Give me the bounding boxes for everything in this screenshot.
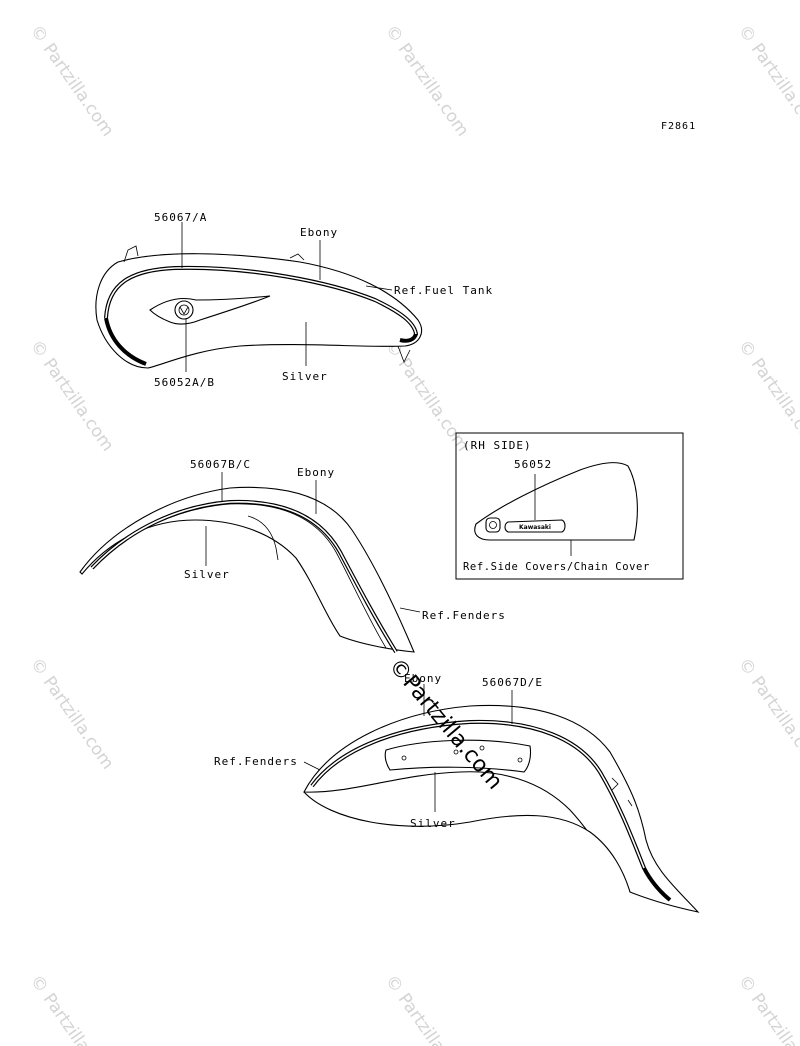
rear-fender-hole bbox=[517, 757, 523, 763]
inset-frame bbox=[455, 432, 684, 580]
leader-ref-fuel-tank bbox=[365, 285, 393, 291]
watermark: © Partzilla.com bbox=[381, 336, 473, 455]
watermark: © Partzilla.com bbox=[381, 21, 473, 140]
label-tank-ebony: Ebony bbox=[300, 226, 338, 239]
fuel-tank-tab bbox=[289, 253, 305, 261]
watermark: © Partzilla.com bbox=[734, 21, 800, 140]
rear-fender-hole bbox=[453, 749, 459, 755]
label-ref-fenders-front: Ref.Fenders bbox=[422, 609, 506, 622]
rear-fender-lower-skirt bbox=[303, 791, 631, 893]
rear-fender-group bbox=[303, 684, 700, 913]
inset-title: (RH SIDE) bbox=[463, 439, 532, 452]
watermark: © Partzilla.com bbox=[734, 971, 800, 1046]
front-fender-stripe-inner bbox=[91, 501, 397, 653]
watermark: © Partzilla.com bbox=[26, 336, 118, 455]
label-rear-ebony: Ebony bbox=[404, 672, 442, 685]
tank-emblem-logo-mark bbox=[179, 306, 189, 315]
label-front-stripe: 56067B/C bbox=[190, 458, 251, 471]
side-cover-emblem bbox=[504, 519, 566, 533]
label-front-ebony: Ebony bbox=[297, 466, 335, 479]
watermark: © Partzilla.com bbox=[734, 336, 800, 455]
fuel-tank-outline bbox=[95, 253, 423, 369]
side-cover-emblem-text: Kawasaki bbox=[519, 524, 551, 531]
watermark: © Partzilla.com bbox=[381, 971, 473, 1046]
watermark: © Partzilla.com bbox=[26, 21, 118, 140]
label-front-silver: Silver bbox=[184, 568, 230, 581]
fuel-tank-stripe-inner bbox=[105, 267, 417, 335]
rear-fender-outline bbox=[303, 704, 700, 913]
leader-ref-fenders-front bbox=[399, 607, 421, 613]
label-ref-fuel-tank: Ref.Fuel Tank bbox=[394, 284, 493, 297]
figure-code: F2861 bbox=[661, 121, 696, 132]
rear-fender-mount-tab bbox=[627, 799, 633, 807]
leader-ref-fenders-rear bbox=[303, 761, 321, 771]
fuel-tank-rear-mount bbox=[397, 345, 411, 363]
fuel-tank-stripe-lower bbox=[104, 317, 147, 366]
label-tank-stripe: 56067/A bbox=[154, 211, 207, 224]
rear-fender-hole bbox=[479, 745, 485, 751]
watermark-group: © Partzilla.com © Partzilla.com © Partzi… bbox=[26, 21, 800, 1046]
tank-emblem-logo-icon bbox=[174, 300, 194, 320]
front-fender-panel-line bbox=[247, 515, 279, 561]
front-fender-outline bbox=[79, 486, 415, 653]
label-side-cover-part: 56052 bbox=[514, 458, 552, 471]
rear-fender-plate bbox=[384, 739, 532, 773]
fuel-tank-cap-tab bbox=[123, 245, 139, 263]
rear-fender-mount-tab bbox=[611, 777, 619, 791]
rear-fender-stripe-inner bbox=[311, 721, 645, 869]
fuel-tank-group bbox=[95, 222, 423, 372]
watermark: © Partzilla.com bbox=[26, 971, 118, 1046]
side-cover-inset: Kawasaki bbox=[455, 432, 684, 580]
tank-emblem-logo-ring bbox=[178, 304, 190, 316]
watermark: © Partzilla.com bbox=[734, 654, 800, 773]
rear-fender-hole bbox=[401, 755, 407, 761]
label-rear-silver: Silver bbox=[410, 817, 456, 830]
side-cover-bolt-icon bbox=[485, 517, 501, 533]
label-ref-side-covers: Ref.Side Covers/Chain Cover bbox=[463, 561, 650, 573]
watermark: © Partzilla.com bbox=[26, 654, 118, 773]
label-ref-fenders-rear: Ref.Fenders bbox=[214, 755, 298, 768]
side-cover-bolt-center bbox=[489, 521, 497, 529]
side-cover-outline bbox=[474, 461, 638, 541]
label-tank-emblem: 56052A/B bbox=[154, 376, 215, 389]
label-rear-stripe: 56067D/E bbox=[482, 676, 543, 689]
label-tank-silver: Silver bbox=[282, 370, 328, 383]
front-fender-group bbox=[79, 472, 421, 654]
